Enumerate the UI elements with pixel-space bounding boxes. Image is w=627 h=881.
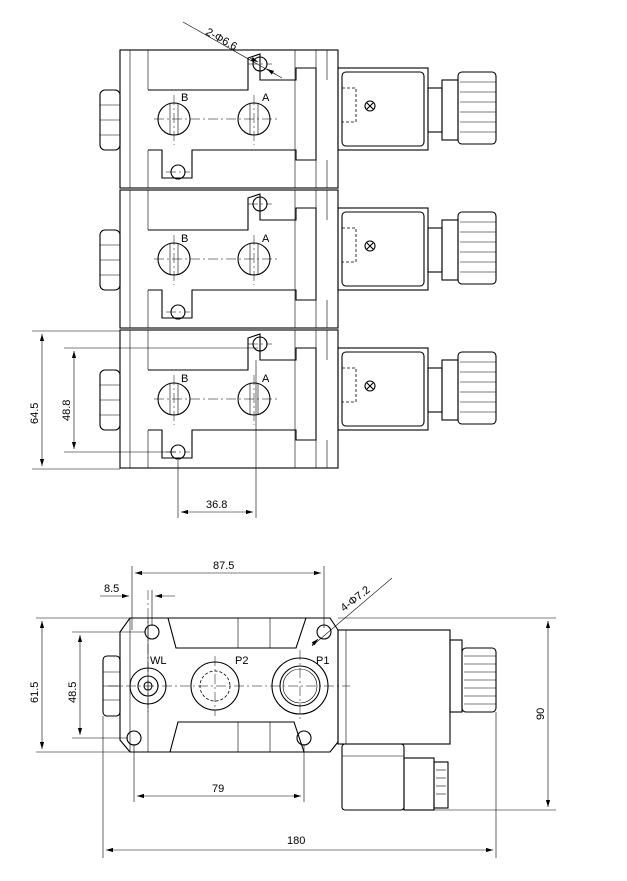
dim-height-inner: 48.5	[67, 682, 79, 703]
port-label-p1: P1	[316, 655, 329, 667]
port-label-a-1: A	[262, 92, 270, 104]
bottom-view: WL P2 P1 4-Φ7.2 87.5	[29, 560, 556, 858]
dim-hole-spacing: 48.8	[61, 400, 73, 421]
dim-height-total: 90	[535, 708, 547, 720]
port-label-b-2: B	[181, 233, 188, 245]
port-label-p2: P2	[235, 655, 248, 667]
dim-offset: 8.5	[104, 583, 119, 595]
dim-total-length: 180	[287, 835, 305, 847]
dim-mount: 79	[212, 783, 224, 795]
dim-height-outer: 61.5	[29, 682, 41, 703]
valve-section-2	[99, 189, 497, 329]
valve-section-3	[99, 329, 497, 469]
dim-body-length: 87.5	[213, 560, 234, 572]
port-label-wl: WL	[150, 655, 167, 667]
hole-callout-top: 2-Φ6.6	[204, 26, 239, 53]
port-label-a-2: A	[262, 233, 270, 245]
dim-pitch: 64.5	[29, 403, 41, 424]
dim-port-spacing: 36.8	[206, 499, 227, 511]
port-label-a-3: A	[262, 373, 270, 385]
top-view: B A B A B A 2-Φ6.6 64.5 48.8 36.8	[29, 21, 497, 518]
port-label-b-1: B	[181, 92, 188, 104]
port-label-b-3: B	[181, 373, 188, 385]
valve-section-1	[99, 49, 497, 189]
